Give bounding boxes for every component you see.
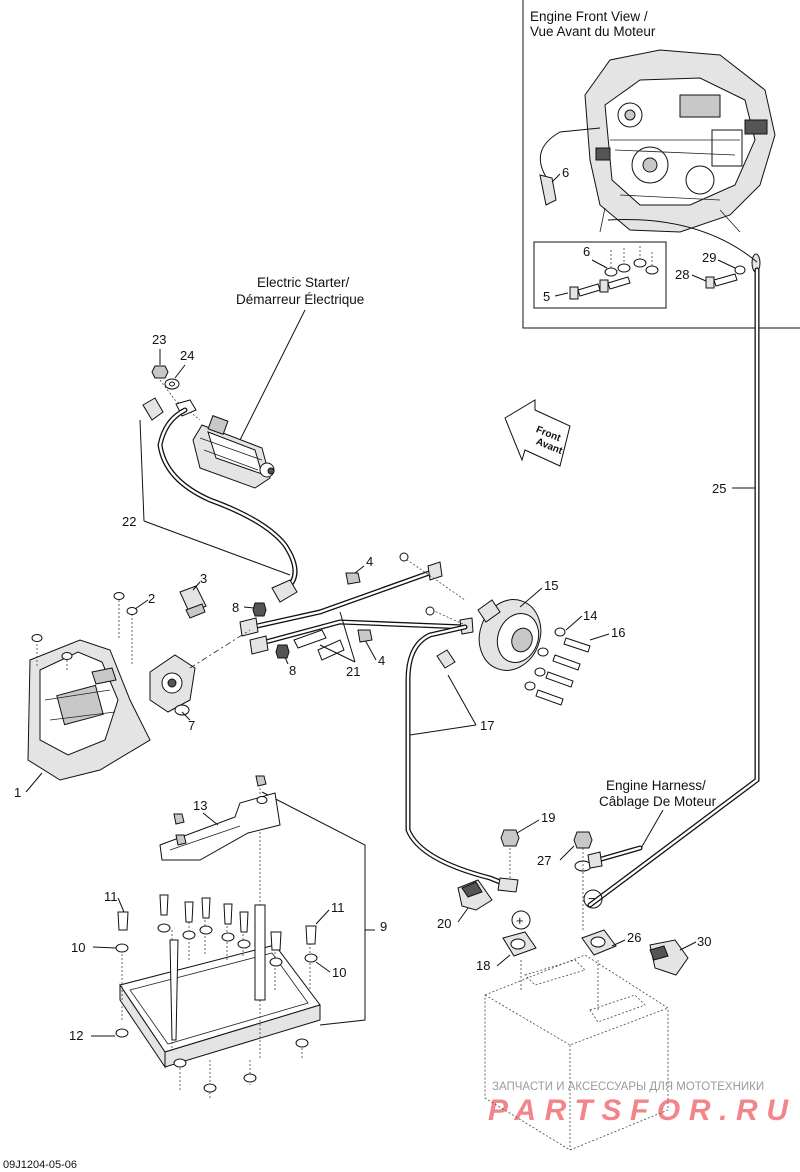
callout-25: 25: [712, 481, 726, 496]
callout-20: 20: [437, 916, 451, 931]
engine-front-view-title-2: Vue Avant du Moteur: [530, 24, 656, 39]
callout-6a: 6: [562, 165, 569, 180]
cable-25: 25: [587, 219, 760, 908]
connector-3: 3: [179, 571, 207, 619]
callout-26: 26: [627, 930, 641, 945]
nut-washer-23-24: 23 24: [151, 332, 201, 421]
solenoid-15: 15 14 16: [399, 552, 625, 706]
watermark: ЗАПЧАСТИ И АКСЕССУАРЫ ДЛЯ МОТОТЕХНИКИ PA…: [488, 1081, 789, 1127]
cables-21: 21: [239, 561, 474, 679]
callout-15: 15: [544, 578, 558, 593]
callout-6b: 6: [583, 244, 590, 259]
callout-27: 27: [537, 853, 551, 868]
callout-1: 1: [14, 785, 21, 800]
bolts-5: [569, 276, 631, 300]
callout-13: 13: [193, 798, 207, 813]
callout-24: 24: [180, 348, 194, 363]
callout-4b: 4: [378, 653, 385, 668]
electric-starter: Electric Starter/ Démarreur Électrique: [192, 275, 364, 489]
hold-down-13: 13: [159, 775, 281, 861]
engine-harness-title-2: Câblage De Moteur: [599, 794, 717, 809]
callout-8b: 8: [289, 663, 296, 678]
callout-22: 22: [122, 514, 136, 529]
washers-6: [604, 246, 659, 277]
engine-illustration: [584, 49, 776, 233]
nuts-19-27: 19 27: [500, 810, 593, 930]
battery-positive-sign: +: [516, 913, 524, 928]
callout-12: 12: [69, 1028, 83, 1043]
engine-harness: Engine Harness/ Câblage De Moteur: [587, 778, 717, 869]
callout-9: 9: [380, 919, 387, 934]
relay-7: 7: [149, 629, 251, 733]
callout-16: 16: [611, 625, 625, 640]
callout-11b: 11: [331, 900, 345, 915]
cable-17: 17: [405, 624, 519, 893]
callout-5: 5: [543, 289, 550, 304]
callout-21: 21: [346, 664, 360, 679]
part-4: 4 4: [345, 554, 385, 668]
engine-front-view-title-1: Engine Front View /: [530, 9, 648, 24]
callout-3: 3: [200, 571, 207, 586]
callout-4a: 4: [366, 554, 373, 569]
electric-starter-title-2: Démarreur Électrique: [236, 292, 364, 307]
bolts-11-washers-10: 11 11 10 10: [71, 889, 346, 980]
battery: + −: [484, 889, 669, 1151]
callout-30: 30: [697, 934, 711, 949]
callout-28: 28: [675, 267, 689, 282]
callout-23: 23: [152, 332, 166, 347]
covers-20-30: 20 30: [437, 879, 711, 976]
callout-7: 7: [188, 718, 195, 733]
callout-19: 19: [541, 810, 555, 825]
callout-8a: 8: [232, 600, 239, 615]
front-direction-arrow: Front Avant: [504, 399, 571, 467]
callout-18: 18: [476, 958, 490, 973]
callout-11a: 11: [104, 889, 118, 904]
diagram-id: 09J1204-05-06: [3, 1159, 77, 1171]
watermark-brand: PARTSFOR.RU: [488, 1094, 789, 1127]
electric-starter-title-1: Electric Starter/: [257, 275, 350, 290]
callout-17: 17: [480, 718, 494, 733]
callout-14: 14: [583, 608, 597, 623]
watermark-line1: ЗАПЧАСТИ И АКСЕССУАРЫ ДЛЯ МОТОТЕХНИКИ: [492, 1081, 764, 1093]
terminals-18-26: 18 26: [476, 929, 641, 1010]
battery-negative-sign: −: [588, 891, 596, 906]
engine-front-view-inset: Engine Front View / Vue Avant du Moteur …: [522, 0, 800, 329]
engine-harness-title-1: Engine Harness/: [606, 778, 706, 793]
cable-22: 22: [122, 397, 298, 603]
callout-10b: 10: [332, 965, 346, 980]
callout-2: 2: [148, 591, 155, 606]
nuts-8: 8 8: [232, 600, 296, 678]
callout-29: 29: [702, 250, 716, 265]
bracket-1: 1 2: [14, 591, 155, 800]
callout-10a: 10: [71, 940, 85, 955]
